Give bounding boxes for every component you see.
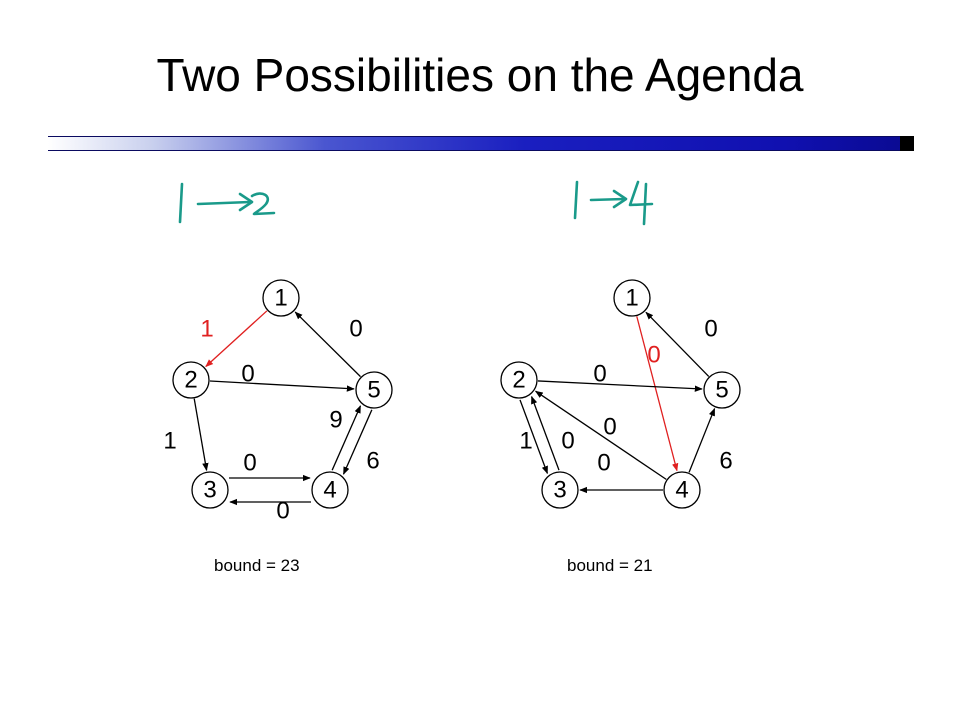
- edge-4-to-5-weight: 6: [366, 447, 379, 474]
- node-2: 2: [500, 361, 538, 399]
- edge-1-to-2-weight: 1: [200, 315, 213, 342]
- edge-5-to-1-arrow: [645, 311, 710, 377]
- node-5: 5: [703, 371, 741, 409]
- edge-5-to-4-arrow: [342, 409, 373, 475]
- edge-2-to-5-arrow: [209, 380, 355, 392]
- node-3-circle: [541, 471, 579, 509]
- edge-2-to-3-arrow: [519, 399, 549, 475]
- edge-2-to-3-arrow: [193, 398, 209, 472]
- edge-5-to-4-weight: 9: [329, 406, 342, 433]
- edge-1-to-2-arrow: [205, 310, 268, 368]
- node-2-circle: [500, 361, 538, 399]
- edge-2-to-5-arrow: [537, 380, 703, 392]
- edge-2-to-3-weight: 1: [163, 427, 176, 454]
- node-1-circle: [262, 279, 300, 317]
- node-5-circle: [703, 371, 741, 409]
- edge-4-to-3-weight: 0: [597, 449, 610, 476]
- edge-2-to-5-weight: 0: [593, 360, 606, 387]
- edge-1-to-4-arrow: [636, 316, 679, 472]
- handwritten-label-left: [178, 182, 276, 224]
- edge-5-to-1-weight: 0: [349, 315, 362, 342]
- title-accent-bar: [48, 136, 914, 151]
- title-accent-bar-end: [900, 136, 914, 151]
- node-5-label: 5: [715, 376, 728, 403]
- edge-1-to-4-weight: 0: [647, 341, 660, 368]
- edge-4-to-5-arrow: [688, 407, 716, 473]
- node-3-label: 3: [553, 476, 566, 503]
- edge-4-to-2-weight: 0: [603, 413, 616, 440]
- handwritten-label-right: [573, 180, 654, 226]
- node-4-label: 4: [323, 476, 336, 503]
- bound-label-left: bound = 23: [214, 556, 300, 575]
- node-1-circle: [613, 279, 651, 317]
- node-2-label: 2: [512, 366, 525, 393]
- edge-4-to-2-arrow: [534, 390, 667, 480]
- edge-2-to-5-weight: 0: [241, 360, 254, 387]
- node-5-circle: [355, 371, 393, 409]
- node-4: 4: [663, 471, 701, 509]
- edge-4-to-5-arrow: [331, 405, 362, 471]
- node-1-label: 1: [625, 284, 638, 311]
- edge-4-to-5-weight: 6: [719, 447, 732, 474]
- slide-title: Two Possibilities on the Agenda: [156, 49, 804, 101]
- node-5-label: 5: [367, 376, 380, 403]
- node-4: 4: [311, 471, 349, 509]
- edge-3-to-4-weight: 0: [276, 497, 289, 524]
- edge-5-to-1-arrow: [294, 311, 361, 378]
- node-3: 3: [541, 471, 579, 509]
- node-3: 3: [191, 471, 229, 509]
- bound-label-right: bound = 21: [567, 556, 653, 575]
- node-4-label: 4: [675, 476, 688, 503]
- node-2: 2: [172, 361, 210, 399]
- node-3-circle: [191, 471, 229, 509]
- edge-2-to-3-weight: 1: [519, 427, 532, 454]
- node-4-circle: [311, 471, 349, 509]
- edge-4-to-3-weight: 0: [243, 449, 256, 476]
- edge-5-to-1-weight: 0: [704, 315, 717, 342]
- node-1-label: 1: [274, 284, 287, 311]
- node-5: 5: [355, 371, 393, 409]
- node-2-label: 2: [184, 366, 197, 393]
- edge-3-to-2-weight: 0: [561, 427, 574, 454]
- edge-3-to-2-arrow: [530, 395, 560, 471]
- node-4-circle: [663, 471, 701, 509]
- node-1: 1: [262, 279, 300, 317]
- node-2-circle: [172, 361, 210, 399]
- node-3-label: 3: [203, 476, 216, 503]
- node-1: 1: [613, 279, 651, 317]
